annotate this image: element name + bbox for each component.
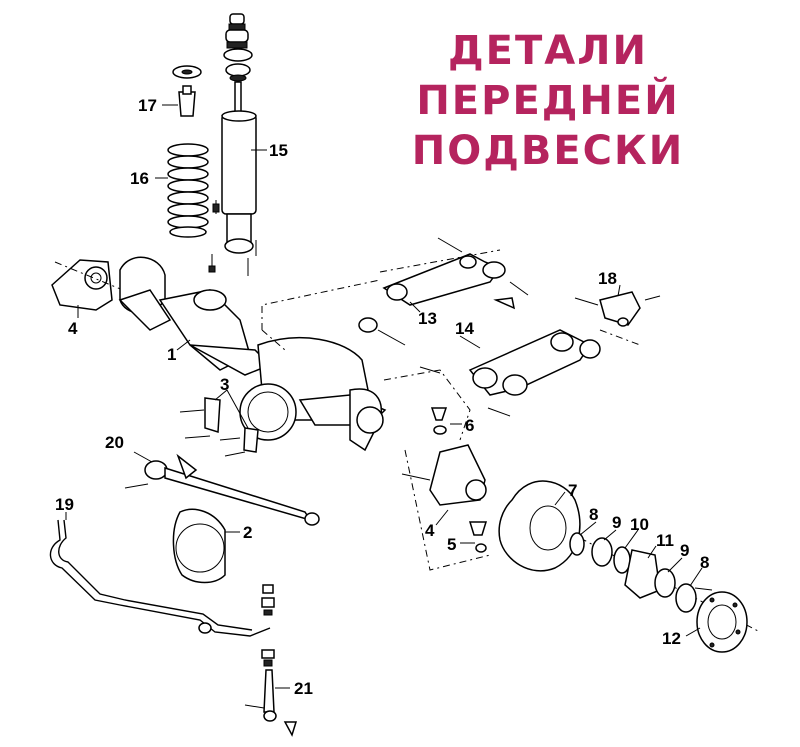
diagram-title: ДЕТАЛИ ПЕРЕДНЕЙ ПОДВЕСКИ	[412, 28, 684, 174]
callout-4a: 4	[68, 319, 78, 338]
callout-labels: 15 16 17 4 1 3 20 2 19 21 13 14 18 6 4 5…	[55, 96, 709, 698]
stabilizer-link	[244, 584, 298, 737]
frame-bracket	[574, 291, 661, 327]
callout-17: 17	[138, 96, 157, 115]
callout-6: 6	[465, 416, 474, 435]
mount-brackets	[179, 397, 259, 457]
callout-13: 13	[418, 309, 437, 328]
callout-10: 10	[630, 515, 649, 534]
callout-20: 20	[105, 433, 124, 452]
leader-lines	[65, 104, 703, 689]
differential-cover	[172, 508, 226, 584]
brake-dust-shield	[498, 480, 581, 572]
upper-control-arm	[382, 237, 529, 310]
title-line-3: ПОДВЕСКИ	[412, 128, 684, 174]
callout-16: 16	[130, 169, 149, 188]
callout-14: 14	[455, 319, 474, 338]
callout-8b: 8	[700, 553, 709, 572]
callout-18: 18	[598, 269, 617, 288]
callout-21: 21	[294, 679, 313, 698]
title-line-2: ПЕРЕДНЕЙ	[416, 76, 679, 124]
callout-9a: 9	[612, 513, 621, 532]
callout-7: 7	[568, 481, 577, 500]
callout-3: 3	[220, 375, 229, 394]
track-bar	[124, 453, 320, 526]
callout-5: 5	[447, 535, 456, 554]
callout-15: 15	[269, 141, 288, 160]
shock-absorber	[208, 13, 257, 276]
title-line-1: ДЕТАЛИ	[448, 28, 648, 74]
left-steering-knuckle	[51, 259, 136, 311]
callout-11: 11	[656, 531, 674, 550]
lower-control-arm	[358, 317, 601, 417]
right-steering-knuckle	[401, 407, 488, 553]
stabilizer-bar	[49, 519, 271, 637]
callout-12: 12	[662, 629, 681, 648]
callout-1: 1	[167, 345, 176, 364]
coil-spring	[167, 143, 209, 238]
bump-stop	[172, 65, 202, 117]
callout-8a: 8	[589, 505, 598, 524]
callout-2: 2	[243, 523, 252, 542]
wheel-hub	[696, 591, 748, 653]
callout-19: 19	[55, 495, 74, 514]
callout-9b: 9	[680, 541, 689, 560]
axle-housing	[118, 256, 387, 452]
callout-4b: 4	[425, 521, 435, 540]
hub-components	[569, 532, 713, 613]
